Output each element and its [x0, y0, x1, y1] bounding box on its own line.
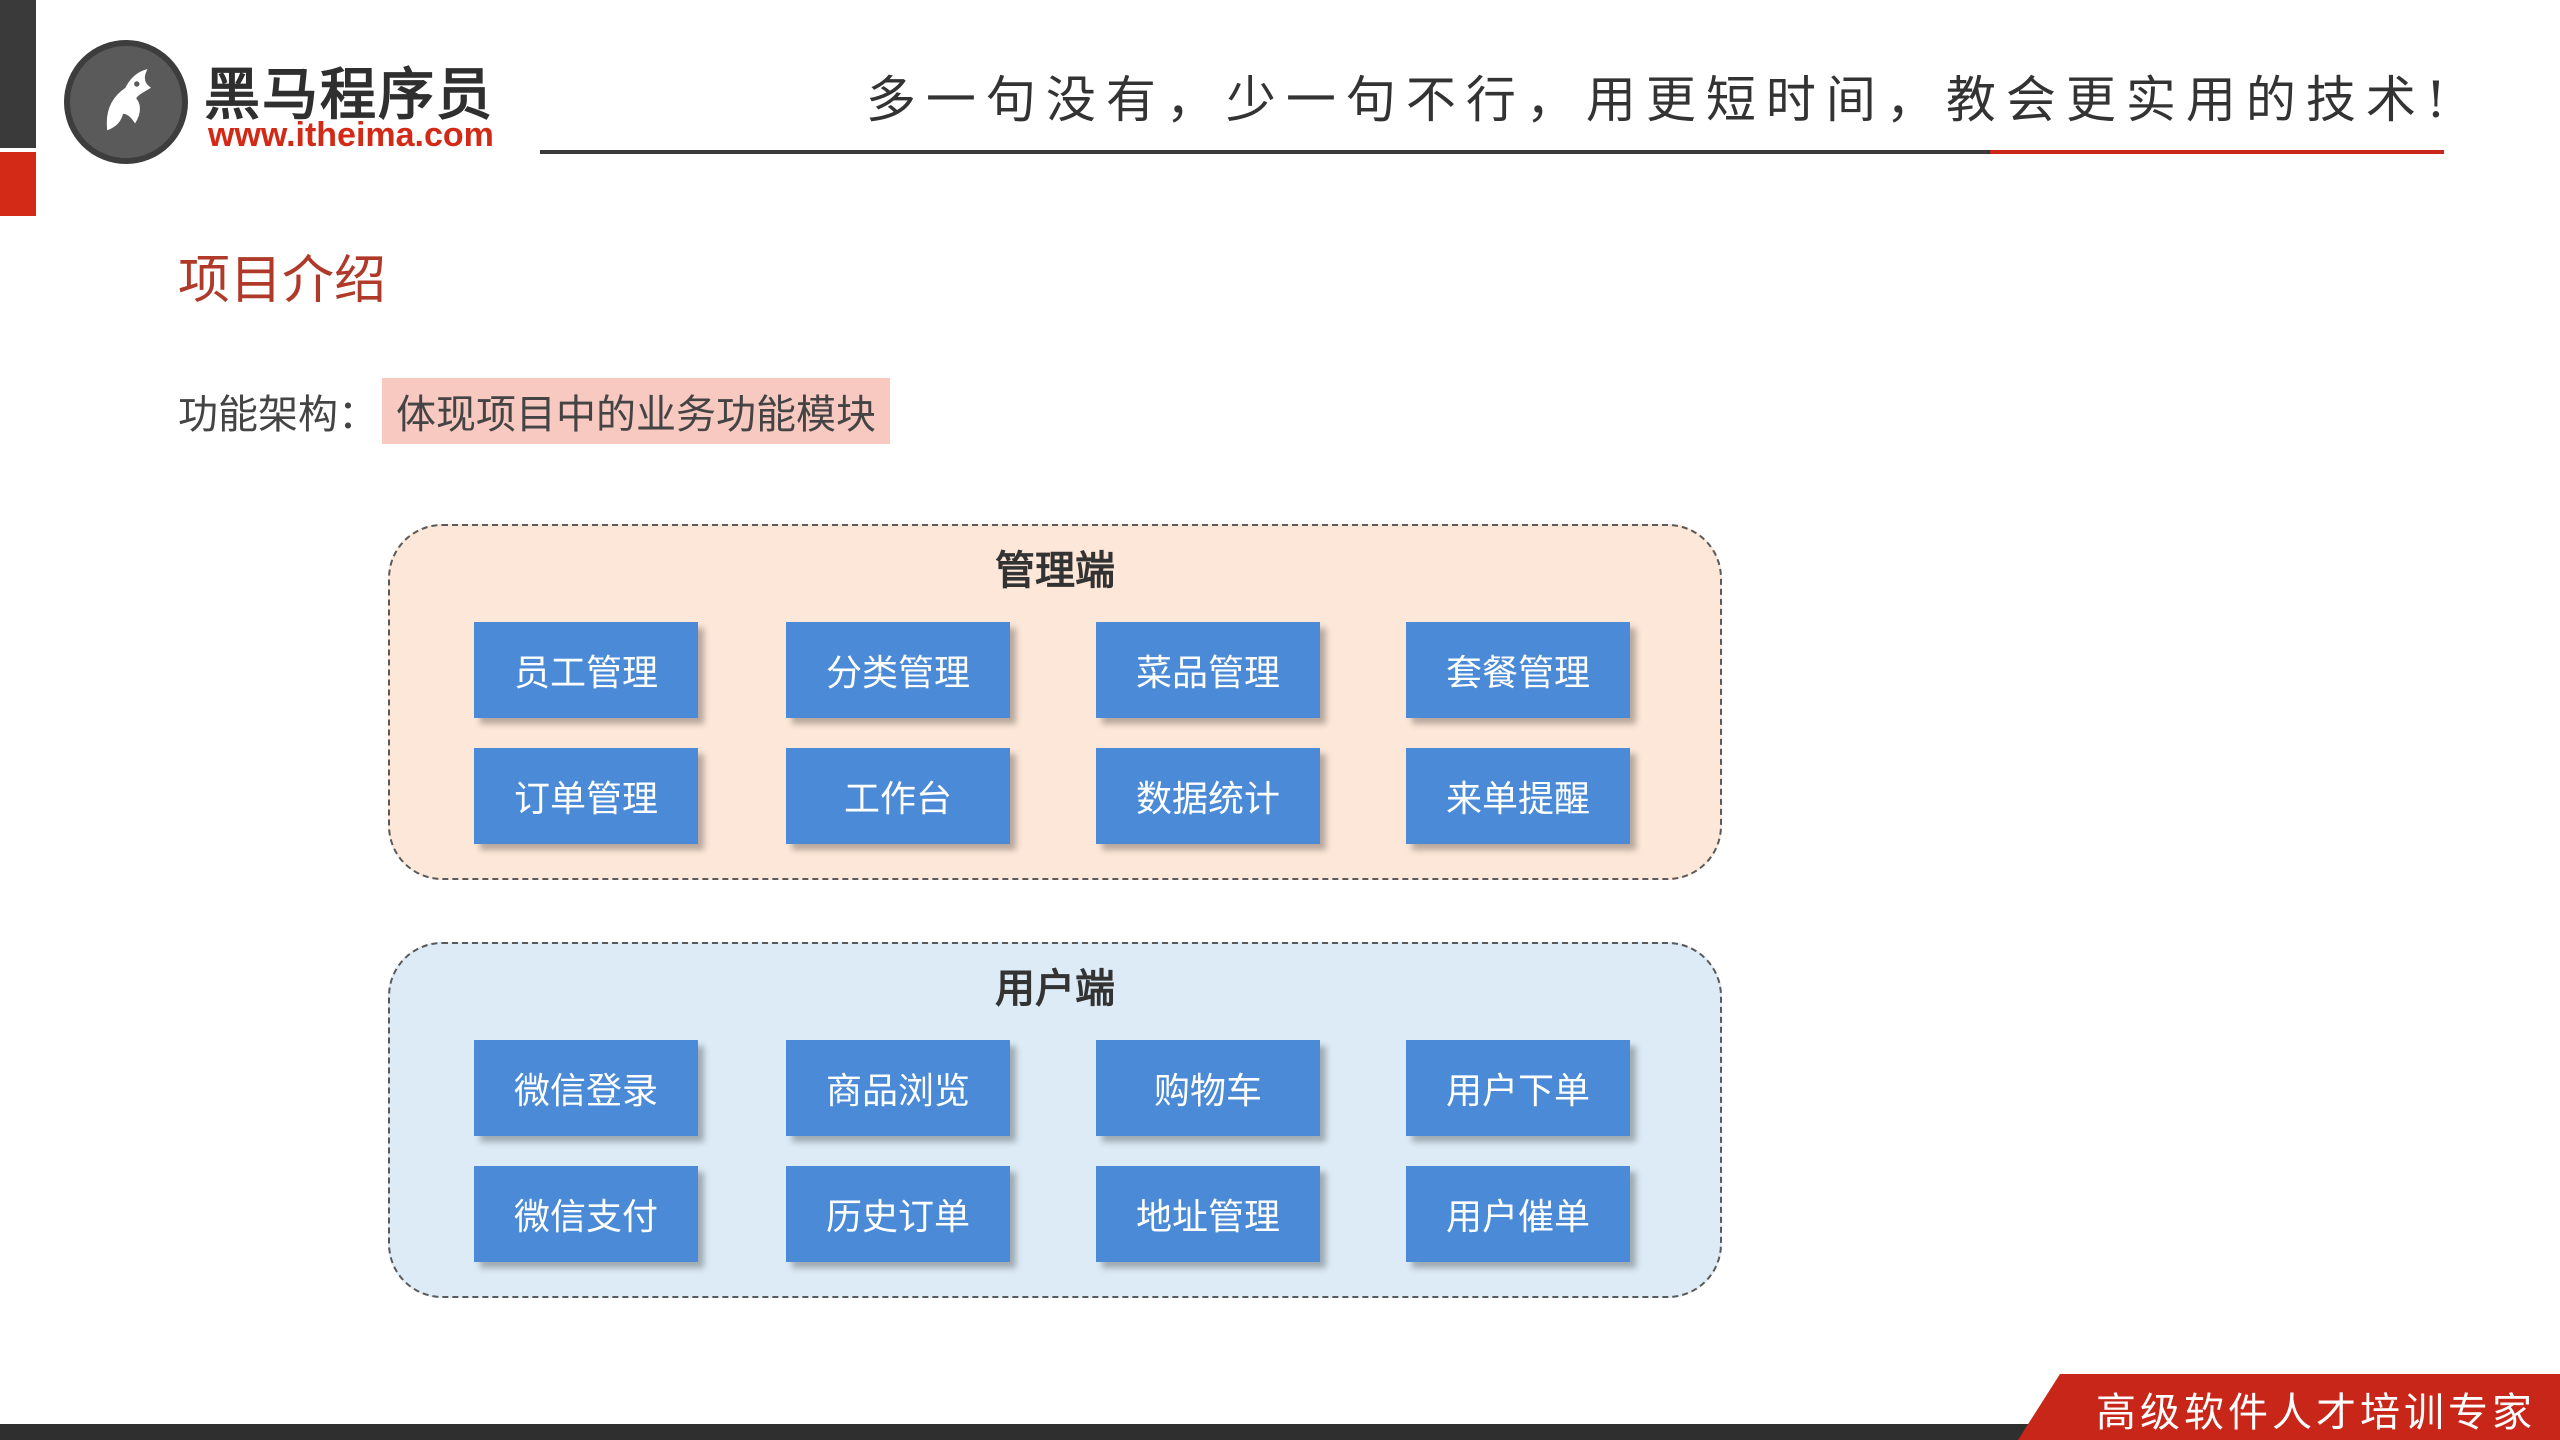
footer-slogan: 高级软件人才培训专家 [2096, 1390, 2536, 1436]
module-workbench: 工作台 [786, 748, 1010, 844]
horse-head-icon [64, 40, 188, 164]
module-order-urge: 用户催单 [1406, 1166, 1630, 1262]
subtitle-label: 功能架构： [178, 392, 378, 438]
module-shopping-cart: 购物车 [1096, 1040, 1320, 1136]
user-panel-title: 用户端 [995, 966, 1115, 1012]
module-order-reminder: 来单提醒 [1406, 748, 1630, 844]
module-order-history: 历史订单 [786, 1166, 1010, 1262]
admin-panel: 管理端 员工管理 分类管理 菜品管理 套餐管理 订单管理 工作台 数据统计 来单… [388, 524, 1722, 880]
module-product-browse: 商品浏览 [786, 1040, 1010, 1136]
footer-ribbon: 高级软件人才培训专家 [2018, 1374, 2560, 1440]
module-data-statistics: 数据统计 [1096, 748, 1320, 844]
module-category-management: 分类管理 [786, 622, 1010, 718]
module-address-management: 地址管理 [1096, 1166, 1320, 1262]
module-wechat-pay: 微信支付 [474, 1166, 698, 1262]
brand-url: www.itheima.com [208, 116, 494, 154]
subtitle: 功能架构： 体现项目中的业务功能模块 [178, 378, 890, 444]
left-accent-bar-red [0, 152, 36, 216]
module-order-management: 订单管理 [474, 748, 698, 844]
module-dish-management: 菜品管理 [1096, 622, 1320, 718]
module-place-order: 用户下单 [1406, 1040, 1630, 1136]
header-divider [540, 150, 2444, 154]
subtitle-highlight: 体现项目中的业务功能模块 [382, 378, 890, 444]
header-divider-accent [1990, 150, 2444, 154]
left-accent-bar-dark [0, 0, 36, 148]
page-title: 项目介绍 [178, 251, 387, 311]
header-tagline: 多一句没有，少一句不行，用更短时间，教会更实用的技术! [865, 71, 2456, 129]
brand-name: 黑马程序员 [204, 63, 494, 128]
module-employee-management: 员工管理 [474, 622, 698, 718]
module-setmeal-management: 套餐管理 [1406, 622, 1630, 718]
admin-panel-title: 管理端 [995, 548, 1115, 594]
footer-line [0, 1424, 2560, 1440]
user-panel: 用户端 微信登录 商品浏览 购物车 用户下单 微信支付 历史订单 地址管理 用户… [388, 942, 1722, 1298]
brand-logo: 黑马程序员 www.itheima.com [64, 36, 504, 166]
module-wechat-login: 微信登录 [474, 1040, 698, 1136]
